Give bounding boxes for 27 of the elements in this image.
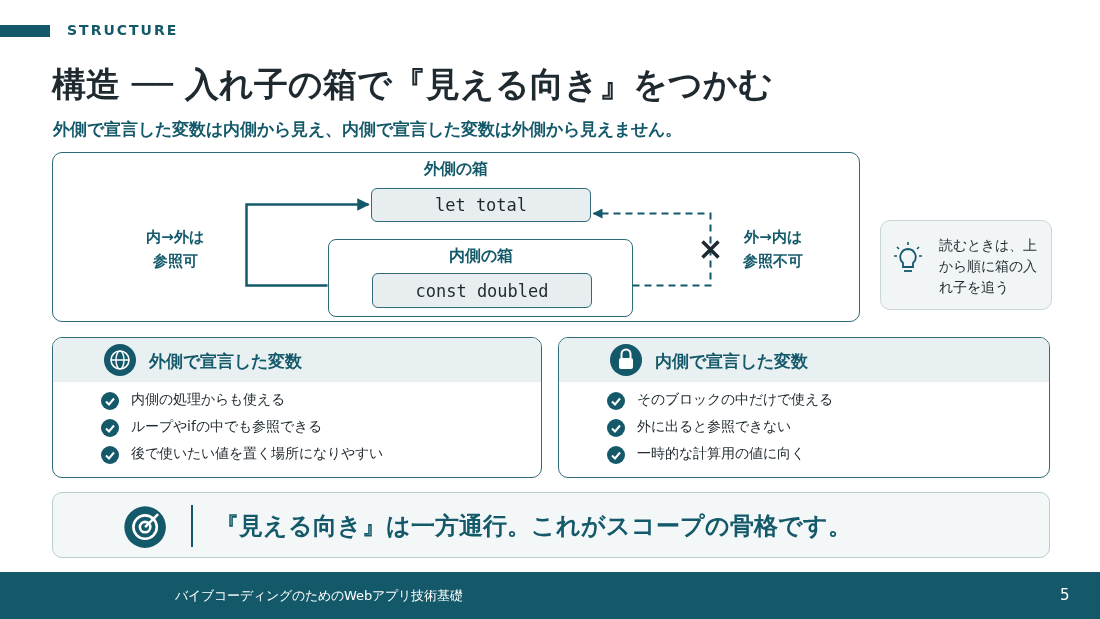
arrow bbox=[592, 208, 712, 287]
card-heading: 外側で宣言した変数 bbox=[149, 350, 302, 373]
info-card bbox=[558, 337, 1050, 478]
section-label: STRUCTURE bbox=[67, 22, 179, 38]
code-box: const doubled bbox=[372, 273, 592, 308]
checklist-item: 後で使いたい値を置く場所になりやすい bbox=[131, 445, 383, 463]
arrow bbox=[245, 198, 370, 287]
tip-card bbox=[880, 220, 1052, 310]
summary-text: 『見える向き』は一方通行。これがスコープの骨格です。 bbox=[215, 511, 852, 542]
checklist-item: 一時的な計算用の値に向く bbox=[637, 445, 805, 463]
info-card bbox=[52, 337, 542, 478]
inner-box bbox=[328, 239, 633, 317]
box-heading: 外側の箱 bbox=[422, 159, 489, 180]
box-heading: 内側の箱 bbox=[447, 246, 514, 267]
footer-text: バイブコーディングのためのWebアプリ技術基礎 bbox=[175, 587, 464, 605]
outer-box bbox=[52, 152, 860, 322]
slide-title: 構造 ── 入れ子の箱で『見える向き』をつかむ bbox=[52, 63, 773, 106]
card-heading: 内側で宣言した変数 bbox=[655, 350, 808, 373]
summary-banner bbox=[52, 492, 1050, 558]
page-number: 5 bbox=[1060, 586, 1070, 604]
checklist-item: 外に出ると参照できない bbox=[637, 418, 791, 436]
subtitle: 外側で宣言した変数は内側から見え、内側で宣言した変数は外側から見えません。 bbox=[53, 118, 682, 141]
checklist-item: ループやifの中でも参照できる bbox=[131, 418, 322, 436]
checklist-item: そのブロックの中だけで使える bbox=[637, 391, 833, 409]
tip-text: 読むときは、上から順に箱の入れ子を追う bbox=[939, 236, 1038, 297]
code-box: let total bbox=[371, 188, 591, 222]
checklist-item: 内側の処理からも使える bbox=[131, 391, 285, 409]
